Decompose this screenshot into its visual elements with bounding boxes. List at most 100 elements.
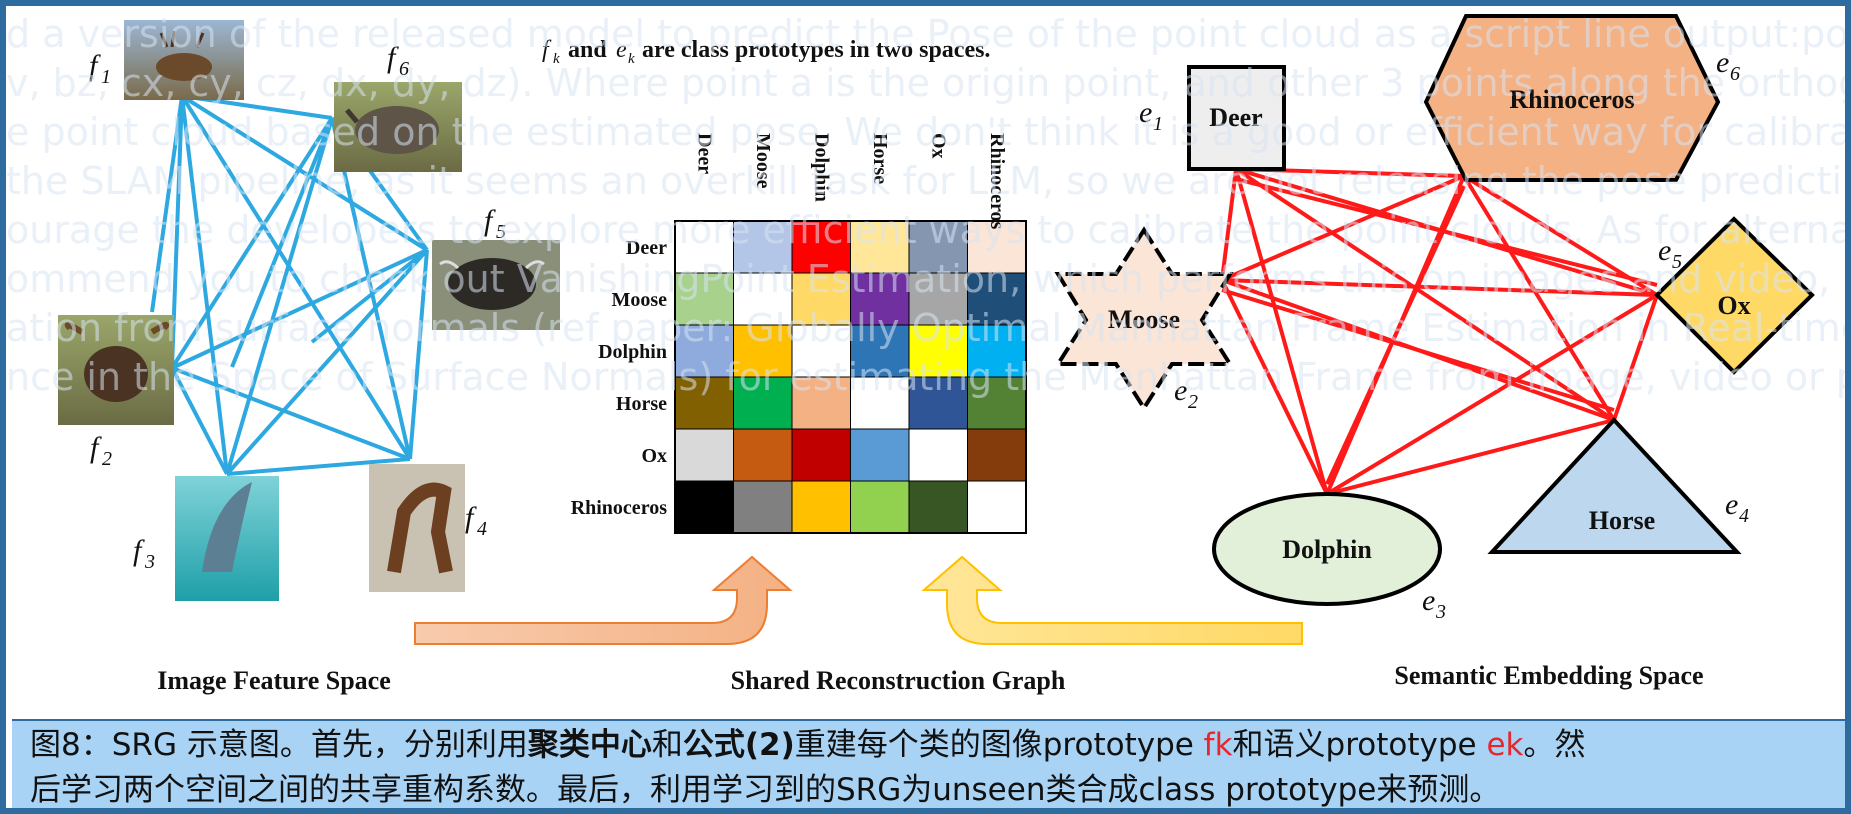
feature-edge — [226, 457, 411, 476]
matrix-cell — [967, 220, 1027, 274]
svg-text:f: f — [465, 501, 477, 534]
svg-text:k: k — [628, 51, 635, 67]
matrix-border — [674, 220, 1027, 534]
matrix-cell — [674, 324, 734, 378]
matrix-col-label: Deer — [693, 133, 715, 174]
semantic-edge — [1221, 278, 1658, 297]
svg-text:e: e — [1725, 488, 1738, 521]
matrix-cell — [850, 324, 910, 378]
svg-text:e: e — [1422, 584, 1435, 617]
feature-space-title: Image Feature Space — [157, 666, 390, 695]
svg-text:e: e — [1174, 374, 1187, 407]
matrix-cell — [850, 376, 910, 430]
matrix-cell — [791, 272, 851, 326]
svg-text:4: 4 — [477, 518, 487, 540]
matrix-cell — [674, 272, 734, 326]
feature-edge — [225, 248, 429, 476]
svg-text:6: 6 — [1730, 63, 1740, 85]
feature-edge — [170, 116, 334, 370]
matrix-cell — [674, 480, 734, 534]
feature-edge — [150, 95, 184, 313]
semantic-node-dolphin — [1212, 492, 1442, 606]
semantic-node-names: Deer Rhinoceros Ox Moose Dolphin Horse — [1108, 85, 1751, 564]
matrix-row-label: Moose — [611, 289, 667, 311]
matrix-cell — [791, 428, 851, 482]
arrow-from-semantic-space — [921, 555, 1303, 645]
svg-text:2: 2 — [1188, 391, 1198, 413]
matrix-cell — [908, 428, 968, 482]
feature-edge — [170, 367, 229, 475]
semantic-edge — [1235, 177, 1658, 287]
semantic-edge — [1221, 174, 1465, 282]
matrix-cell — [908, 220, 968, 274]
caption-part: 和语义prototype — [1232, 727, 1487, 763]
semantic-node-horse — [1487, 417, 1742, 554]
semantic-edge — [1220, 279, 1329, 495]
svg-text:e: e — [1716, 46, 1729, 79]
semantic-edge — [1462, 174, 1616, 422]
matrix-cell — [967, 480, 1027, 534]
srg-diagram: f k and e k are class prototypes in two … — [58, 14, 1815, 695]
matrix-cell — [850, 480, 910, 534]
svg-text:e: e — [1139, 96, 1152, 129]
semantic-edge — [1234, 168, 1329, 495]
arrow-from-feature-space — [414, 555, 793, 645]
matrix-title: Shared Reconstruction Graph — [731, 666, 1066, 695]
feature-edge — [180, 95, 229, 475]
matrix-cell — [967, 428, 1027, 482]
photo-rhinoceros — [334, 82, 462, 172]
semantic-edge — [1221, 288, 1615, 412]
feature-edge — [180, 94, 429, 252]
node-name-moose: Moose — [1108, 305, 1180, 334]
semantic-node-deer — [1187, 65, 1286, 171]
svg-text:1: 1 — [101, 66, 111, 88]
matrix-cell — [674, 220, 734, 274]
semantic-space-title: Semantic Embedding Space — [1394, 661, 1703, 690]
semantic-edge — [1325, 185, 1466, 485]
matrix-cell — [791, 376, 851, 430]
svg-text:e: e — [1658, 234, 1671, 267]
node-name-ox: Ox — [1717, 291, 1750, 320]
feature-edge — [171, 248, 428, 370]
matrix-cell — [733, 376, 793, 430]
semantic-node-rhinoceros — [1423, 14, 1721, 182]
matrix-col-label: Horse — [869, 133, 891, 184]
matrix-cell — [733, 324, 793, 378]
node-name-deer: Deer — [1209, 103, 1262, 132]
caption-fk: fk — [1203, 727, 1233, 763]
svg-text:and: and — [568, 37, 607, 63]
caption-part: 重建每个类的图像prototype — [794, 727, 1204, 763]
semantic-node-ox — [1654, 216, 1815, 375]
matrix-cell — [674, 376, 734, 430]
semantic-edge — [1326, 418, 1615, 496]
feature-edge — [171, 366, 411, 461]
photo-moose — [58, 315, 174, 425]
caption-line-1: 图8：SRG 示意图。首先，分别利用聚类中心和公式(2)重建每个类的图像prot… — [30, 723, 1845, 768]
svg-text:k: k — [553, 51, 560, 67]
matrix-cell — [733, 480, 793, 534]
svg-text:f: f — [133, 534, 145, 567]
caption-part: 和 — [651, 727, 683, 763]
matrix-cell — [791, 220, 851, 274]
matrix-cell — [791, 324, 851, 378]
matrix-cell — [908, 480, 968, 534]
caption-bar: 图8：SRG 示意图。首先，分别利用聚类中心和公式(2)重建每个类的图像prot… — [12, 719, 1845, 808]
matrix-col-label: Ox — [927, 133, 949, 159]
matrix-row-label: Dolphin — [598, 341, 667, 363]
svg-text:6: 6 — [399, 58, 409, 80]
matrix-cell — [967, 376, 1027, 430]
feature-edge — [310, 248, 429, 344]
svg-text:4: 4 — [1739, 505, 1749, 527]
svg-text:f: f — [89, 49, 101, 82]
matrix-cell — [791, 480, 851, 534]
feature-edge — [225, 117, 334, 475]
feature-edge — [180, 94, 412, 461]
svg-text:5: 5 — [1672, 251, 1682, 273]
matrix-cell — [850, 272, 910, 326]
caption-line-2: 后学习两个空间之间的共享重构系数。最后，利用学习到的SRG为unseen类合成c… — [30, 772, 1501, 808]
photo-dolphin — [175, 476, 279, 601]
svg-text:f: f — [90, 431, 102, 464]
caption-ek: ek — [1486, 727, 1524, 763]
